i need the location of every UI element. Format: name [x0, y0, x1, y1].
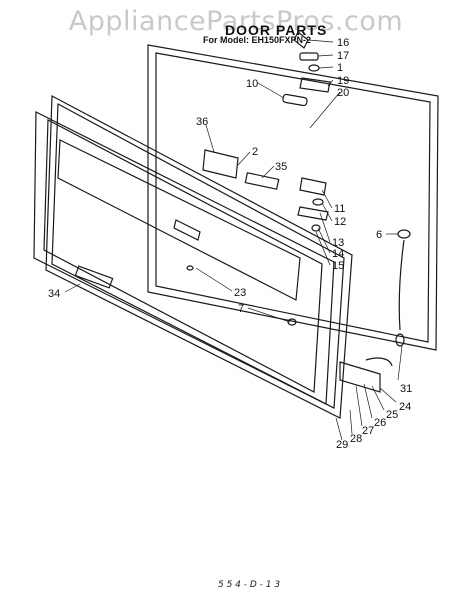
callout-label: 25 [386, 409, 398, 421]
callout-label: 31 [400, 383, 412, 395]
callout-label: 13 [332, 237, 344, 249]
callout-label: 14 [332, 248, 344, 260]
callout-label: 15 [332, 260, 344, 272]
watermark: AppliancePartsPros.com [68, 6, 404, 37]
callout-label: 20 [337, 87, 349, 99]
model-label: For Model: EH150FXPN-2 [203, 35, 312, 45]
diagram-code: 5 5 4 - D - 1 3 [218, 580, 281, 590]
callout-label: 6 [376, 229, 382, 241]
door-panel [33, 111, 335, 405]
callout-label: 12 [334, 216, 346, 228]
callout-labels: 16 17 1 19 20 10 36 2 35 11 12 6 13 14 1… [48, 37, 412, 451]
top-hinge-parts [282, 31, 331, 107]
callout-label: 34 [48, 288, 60, 300]
callout-label: 23 [234, 287, 246, 299]
callout-label: 17 [337, 50, 349, 62]
outer-door-frame [45, 95, 353, 419]
lower-trim-parts [74, 265, 393, 393]
latch-bracket-parts [202, 149, 411, 347]
callout-label: 16 [337, 37, 349, 49]
callout-label: 1 [337, 62, 343, 74]
callout-label: 29 [336, 439, 348, 451]
callout-label: 11 [334, 203, 345, 215]
callout-label: 28 [350, 433, 362, 445]
callout-label: 24 [399, 401, 411, 413]
leader-lines [64, 39, 403, 441]
callout-label: 27 [362, 425, 374, 437]
callout-label: 19 [337, 75, 349, 87]
callout-label: 35 [275, 161, 287, 173]
callout-label: 2 [252, 146, 258, 158]
callout-label: 26 [374, 417, 386, 429]
callout-label: 10 [246, 78, 258, 90]
callout-label: 36 [196, 116, 208, 128]
callout-label: 7 [238, 303, 244, 315]
inner-door-liner [147, 44, 439, 351]
